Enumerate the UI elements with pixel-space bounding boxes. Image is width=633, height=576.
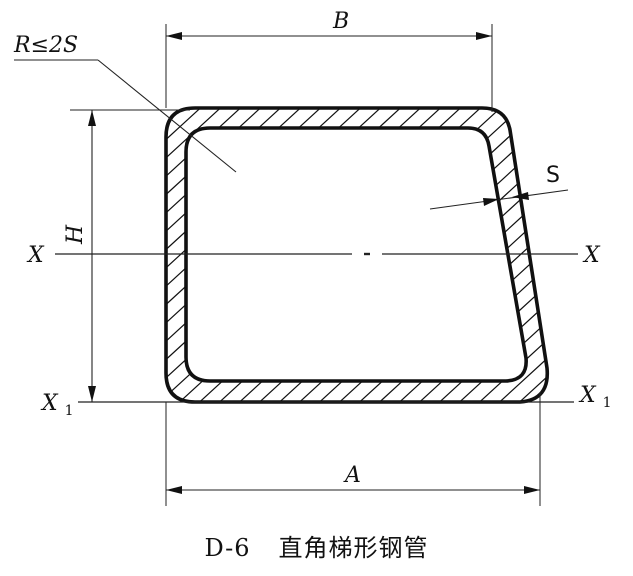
hatch-line xyxy=(166,108,501,402)
x1-right-main: X xyxy=(578,383,597,408)
dimension-b xyxy=(166,32,492,40)
hatch-line xyxy=(166,108,361,402)
hatch-line xyxy=(0,90,100,420)
hatch-line xyxy=(0,90,160,420)
hatch-line xyxy=(600,90,633,420)
radius-label: R≤2S xyxy=(13,33,78,58)
x-axis-label-left: X xyxy=(26,243,45,268)
hatch-line xyxy=(166,108,521,402)
x1-axis-label-right: X 1 xyxy=(578,383,612,411)
hatch-line xyxy=(166,108,401,402)
hatch-line xyxy=(166,108,321,402)
dimension-a-label: A xyxy=(343,463,361,488)
hatch-line xyxy=(166,108,481,402)
hatch-line xyxy=(166,108,181,402)
hatch-line xyxy=(0,90,120,420)
x-axis-label-right: X xyxy=(582,243,601,268)
hatch-line xyxy=(166,108,381,402)
wall-hatching xyxy=(0,90,633,420)
hatch-line xyxy=(519,108,548,402)
dimension-h xyxy=(88,110,96,402)
hatch-line xyxy=(0,90,20,420)
inner-contour xyxy=(184,126,528,383)
hatch-line xyxy=(0,90,140,420)
hatch-line xyxy=(279,108,548,402)
dimension-a xyxy=(166,486,540,494)
hatch-line xyxy=(479,108,548,402)
hatch-line xyxy=(166,108,301,402)
thickness-dimension xyxy=(429,189,569,210)
x1-left-sub: 1 xyxy=(65,403,74,419)
x1-right-sub: 1 xyxy=(603,395,612,411)
figure-id: D-6 xyxy=(204,534,251,562)
hatch-line xyxy=(620,90,633,420)
hatch-line xyxy=(259,108,548,402)
thickness-label: S xyxy=(546,163,560,188)
dimension-h-label: H xyxy=(63,224,88,245)
hatch-line xyxy=(439,108,548,402)
radius-leader xyxy=(14,59,237,173)
hatch-line xyxy=(199,108,548,402)
dimension-b-label: B xyxy=(332,9,349,34)
figure-caption: D-6 直角梯形钢管 xyxy=(0,528,633,563)
figure-title: 直角梯形钢管 xyxy=(278,534,429,562)
x1-left-main: X xyxy=(40,391,59,416)
hatch-line xyxy=(166,108,341,402)
x1-axis-label-left: X 1 xyxy=(40,391,74,419)
hatch-line xyxy=(166,108,441,402)
hatch-line xyxy=(166,108,241,402)
hatch-line xyxy=(166,108,461,402)
